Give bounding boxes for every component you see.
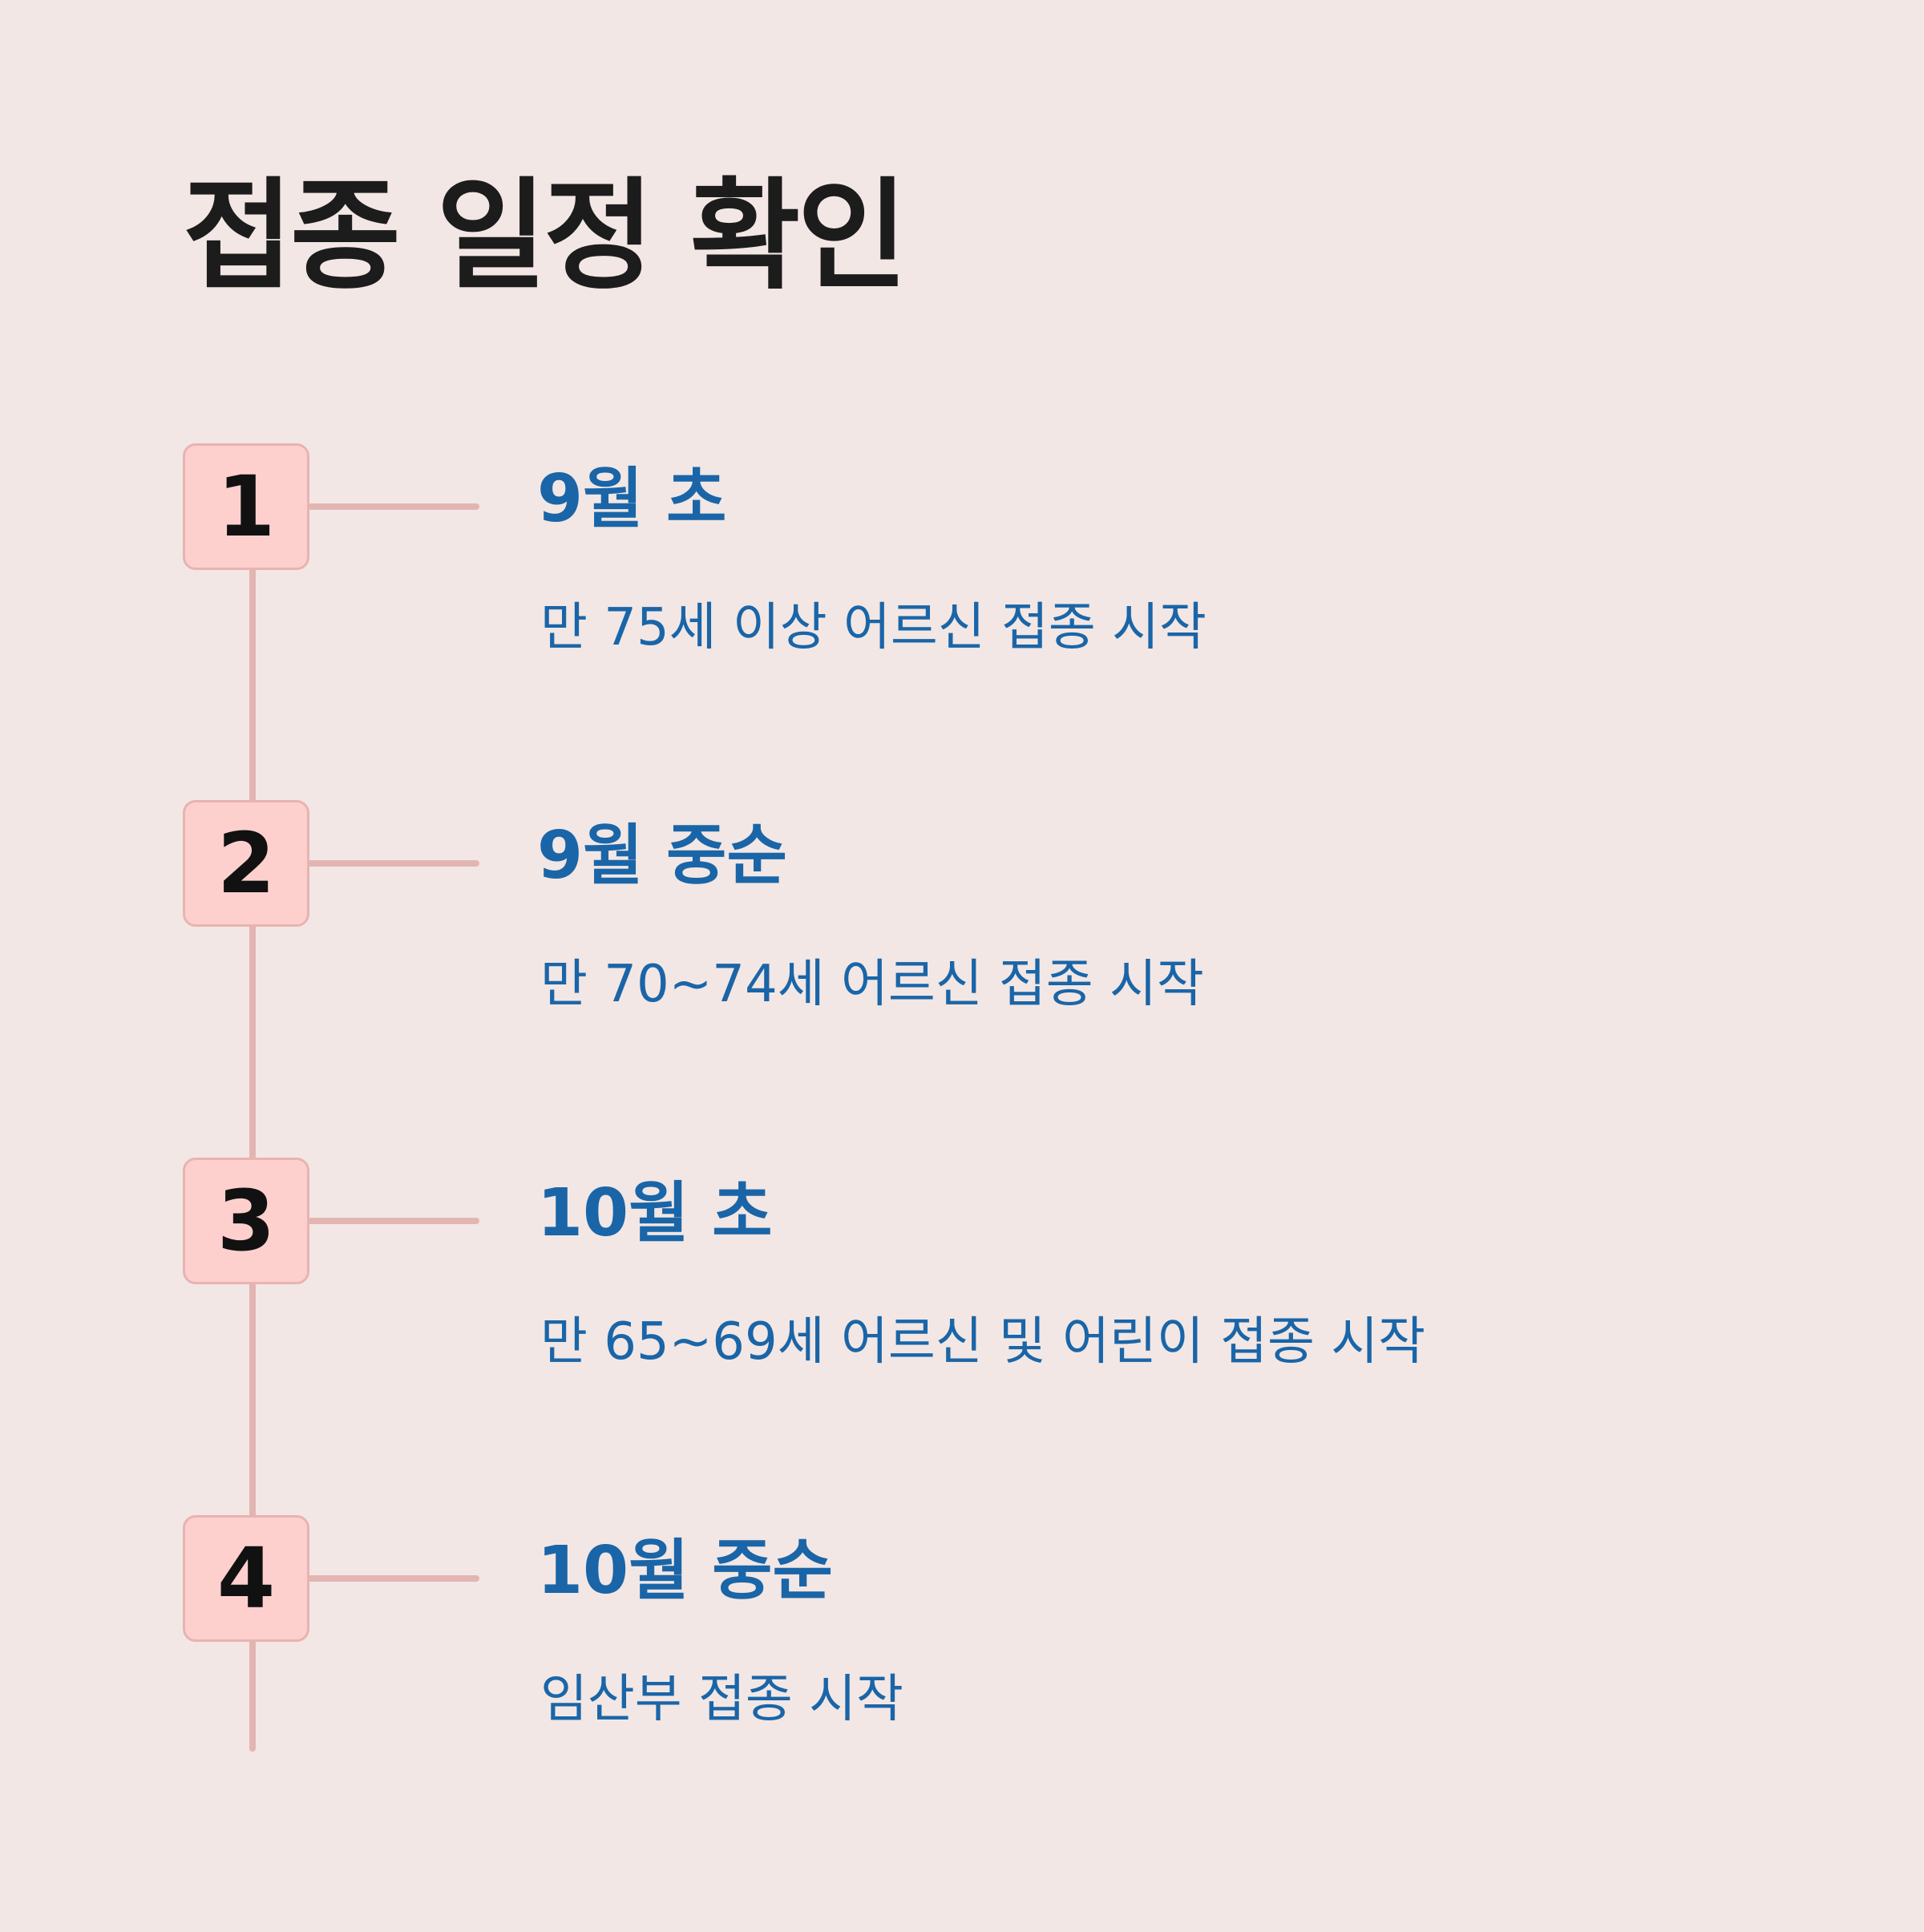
step-heading: 10월 중순: [537, 1533, 833, 1609]
step-description: 임산부 접종 시작: [540, 1670, 903, 1729]
step-number: 1: [216, 458, 276, 556]
timeline-step-2: 2 9월 중순 만 70~74세 어르신 접종 시작: [0, 800, 1924, 1041]
step-number-badge: 3: [183, 1158, 309, 1284]
step-number: 4: [216, 1530, 276, 1627]
timeline-step-3: 3 10월 초 만 65~69세 어르신 및 어린이 접종 시작: [0, 1158, 1924, 1398]
step-number: 3: [216, 1172, 276, 1270]
step-connector-line: [308, 503, 479, 510]
step-connector-line: [308, 1218, 479, 1224]
page-title: 접종 일정 확인: [183, 167, 907, 306]
step-connector-line: [308, 1575, 479, 1582]
step-description: 만 75세 이상 어르신 접종 시작: [540, 598, 1207, 657]
step-heading: 9월 중순: [537, 818, 787, 894]
timeline-step-1: 1 9월 초 만 75세 이상 어르신 접종 시작: [0, 443, 1924, 684]
step-number-badge: 2: [183, 800, 309, 927]
step-number-badge: 1: [183, 443, 309, 570]
step-number-badge: 4: [183, 1515, 309, 1642]
step-description: 만 65~69세 어르신 및 어린이 접종 시작: [540, 1312, 1426, 1372]
timeline-step-4: 4 10월 중순 임산부 접종 시작: [0, 1515, 1924, 1756]
step-heading: 10월 초: [537, 1175, 773, 1251]
timeline-line: [249, 513, 256, 1752]
step-number: 2: [216, 814, 276, 912]
step-description: 만 70~74세 어르신 접종 시작: [540, 955, 1204, 1014]
step-heading: 9월 초: [537, 461, 727, 537]
step-connector-line: [308, 860, 479, 867]
